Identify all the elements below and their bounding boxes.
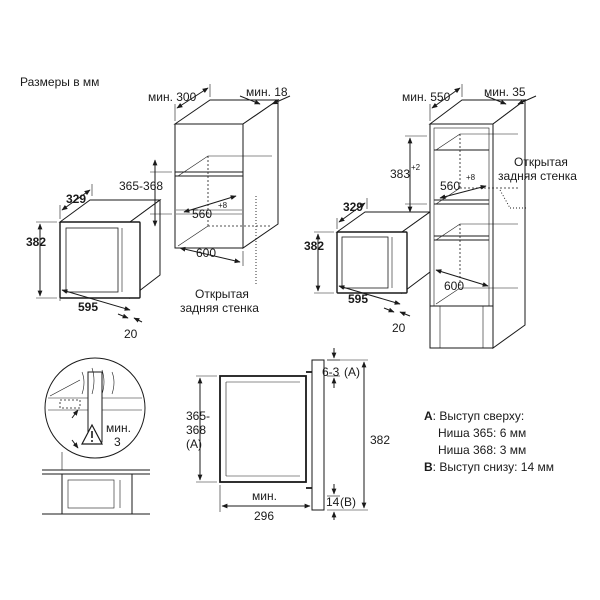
legend-a-text: : Выступ сверху:: [433, 409, 525, 423]
wall-min-width: мин. 300: [148, 90, 197, 104]
tall-min-width: мин. 550: [402, 90, 451, 104]
wall-niche-width: 560: [192, 207, 212, 221]
tall-niche-height: 383: [390, 167, 410, 181]
side-height: 382: [370, 433, 390, 447]
legend-b-text: : Выступ снизу: 14 мм: [433, 460, 554, 474]
vent-detail: мин. 3: [42, 357, 150, 515]
units-title: Размеры в мм: [20, 75, 99, 89]
tall-cabinet: мин. 550 мин. 35 383 +2 560 +8 600 Откры…: [390, 84, 577, 349]
microwave-b-door: 20: [392, 321, 406, 335]
side-top-protrusion: 6-3: [322, 365, 340, 379]
legend-a-line3: Ниша 368: 3 мм: [438, 443, 526, 457]
side-niche-height-line2: 368: [186, 423, 206, 437]
warning-triangle-icon: [81, 423, 103, 445]
legend-a-line1: A: Выступ сверху:: [424, 409, 524, 423]
side-bottom-protrusion: 14: [326, 495, 340, 509]
tall-niche-width: 560: [440, 179, 460, 193]
legend-b-line: B: Выступ снизу: 14 мм: [424, 460, 554, 474]
microwave-a: 329 382 595 20: [26, 184, 162, 341]
microwave-a-depth: 329: [66, 192, 86, 206]
side-top-ref: (A): [344, 365, 360, 379]
detail-min-value: 3: [114, 435, 121, 449]
tall-open-back-line1: Открытая: [514, 155, 568, 169]
side-min-depth-label: мин.: [252, 489, 277, 503]
microwave-a-door: 20: [124, 327, 138, 341]
wall-open-back-line2: задняя стенка: [180, 301, 259, 315]
legend-b-key: B: [424, 460, 433, 474]
wall-niche-width-tol: +8: [218, 201, 228, 210]
side-section: 365- 368 (A) 6-3 (A) 382 14 (B) мин. 296: [186, 348, 390, 523]
detail-min-label: мин.: [106, 421, 131, 435]
side-niche-height-line1: 365-: [186, 409, 210, 423]
legend: A: Выступ сверху: Ниша 365: 6 мм Ниша 36…: [424, 409, 554, 474]
legend-a-line2: Ниша 365: 6 мм: [438, 426, 526, 440]
microwave-b-height: 382: [304, 239, 324, 253]
side-niche-height-ref: (A): [186, 437, 202, 451]
microwave-b-width: 595: [348, 292, 368, 306]
wall-min-side: мин. 18: [246, 85, 288, 99]
microwave-a-width: 595: [78, 300, 98, 314]
wall-cabinet: мин. 300 мин. 18 365-368 560 +8 600 Откр…: [119, 84, 291, 315]
microwave-a-height: 382: [26, 235, 46, 249]
tall-open-back-line2: задняя стенка: [498, 169, 577, 183]
side-bottom-ref: (B): [340, 495, 356, 509]
microwave-b: 329 382 595 20: [304, 198, 432, 335]
tall-min-side: мин. 35: [484, 85, 526, 99]
wall-niche-depth: 600: [196, 246, 216, 260]
tall-niche-depth: 600: [444, 279, 464, 293]
wall-niche-height: 365-368: [119, 179, 163, 193]
tall-niche-height-tol: +2: [411, 163, 421, 172]
microwave-b-depth: 329: [343, 200, 363, 214]
wall-open-back-line1: Открытая: [195, 287, 249, 301]
tall-niche-width-tol: +8: [466, 173, 476, 182]
side-min-depth: 296: [254, 509, 274, 523]
legend-a-key: A: [424, 409, 433, 423]
